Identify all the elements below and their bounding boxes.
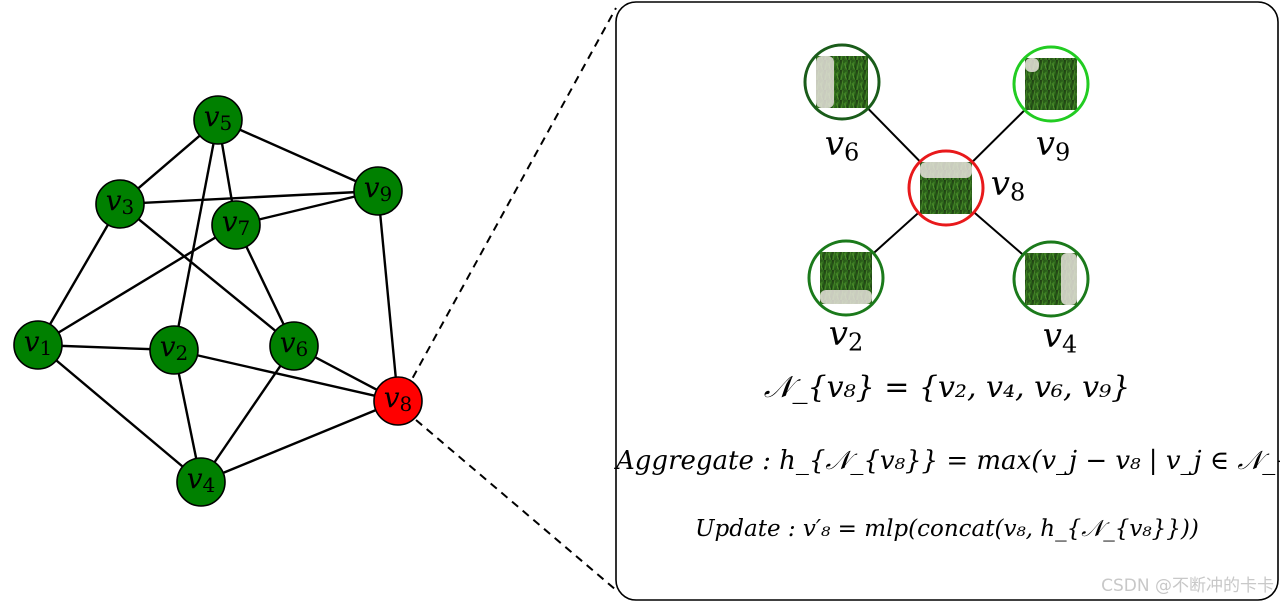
aggregate-text: Aggregate : h_{𝒩_{v₈}} = max(v_j − v₈ | … (616, 446, 1280, 476)
neighbor-set-formula: 𝒩_{v₈} = {v₂, v₄, v₆, v₉} (616, 370, 1278, 405)
image-highlight-v2 (820, 290, 872, 304)
image-highlight-v9 (1025, 58, 1039, 72)
edge-v7-v1 (38, 225, 236, 345)
image-highlight-v4 (1061, 253, 1077, 305)
edge-v5-v2 (174, 120, 218, 350)
update-text: Update : v′₈ = mlp(concat(v₈, h_{𝒩_{v₈}}… (695, 516, 1199, 542)
update-formula: Update : v′₈ = mlp(concat(v₈, h_{𝒩_{v₈}}… (616, 516, 1278, 542)
image-highlight-v6 (816, 56, 834, 108)
zoom-line-top (406, 8, 616, 390)
edge-v3-v9 (120, 191, 378, 204)
image-highlight-v8 (920, 162, 972, 178)
edge-v5-v9 (218, 120, 378, 191)
edge-v3-v6 (120, 204, 294, 346)
edge-v4-v8 (201, 401, 398, 482)
graph-edges (38, 120, 398, 482)
neighbor-set-text: 𝒩_{v₈} = {v₂, v₄, v₆, v₉} (764, 370, 1130, 405)
edge-v9-v8 (378, 191, 398, 401)
zoom-line-bottom (416, 420, 616, 590)
aggregate-formula: Aggregate : h_{𝒩_{v₈}} = max(v_j − v₈ | … (616, 446, 1278, 477)
watermark: CSDN @不断冲的卡卡 (1101, 571, 1274, 596)
zoom-panel (616, 2, 1278, 600)
